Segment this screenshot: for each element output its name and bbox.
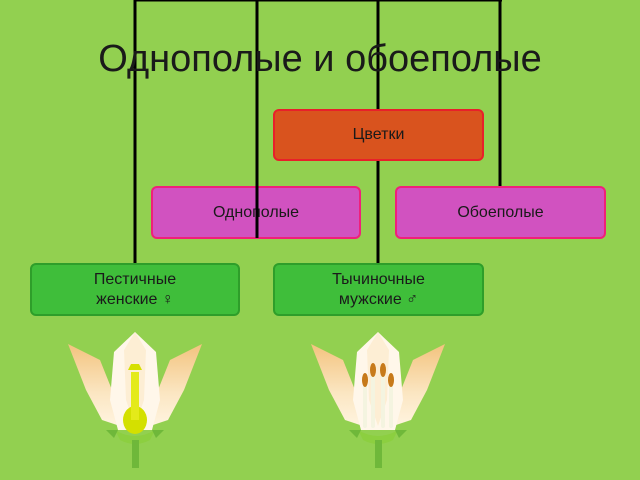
node-pistillate-line1: Пестичные [93,271,177,289]
node-staminate-line1: Тычиночные [332,271,425,289]
node-staminate: Тычиночные мужские ♂ [273,263,484,316]
slide-title: Однополые и обоеполые [98,38,542,80]
node-bisexual-label: Обоеполые [457,203,544,221]
node-flowers: Цветки [273,109,484,161]
node-staminate-line2: мужские ♂ [338,290,419,308]
node-flowers-label: Цветки [352,126,405,144]
node-pistillate-line2: женские ♀ [96,290,174,308]
node-pistillate: Пестичные женские ♀ [30,263,240,316]
female-flower-illustration [68,332,202,468]
male-flower-illustration [311,332,445,468]
node-bisexual: Обоеполые [395,186,606,239]
